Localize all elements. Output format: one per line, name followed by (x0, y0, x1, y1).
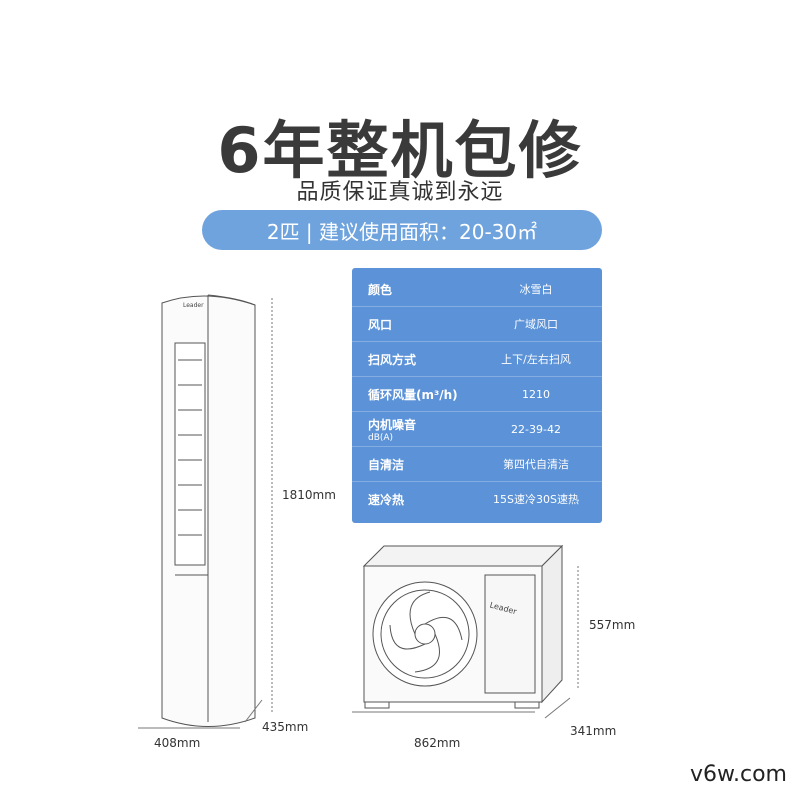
spec-value: 第四代自清洁 (503, 458, 569, 471)
outdoor-depth-label: 341mm (570, 724, 617, 738)
spec-row: 自清洁 第四代自清洁 (352, 447, 602, 482)
watermark: v6w.com (690, 762, 787, 787)
indoor-width-label: 408mm (154, 736, 201, 750)
spec-row: 扫风方式 上下/左右扫风 (352, 342, 602, 377)
spec-label: 速冷热 (368, 492, 405, 507)
spec-row: 颜色 冰雪白 (352, 272, 602, 307)
spec-value: 广域风口 (514, 318, 558, 331)
page-subtitle: 品质保证真诚到永远 (296, 180, 504, 205)
spec-label: 自清洁 (368, 457, 405, 472)
indoor-logo: Leader (183, 302, 204, 309)
spec-row: 风口 广域风口 (352, 307, 602, 342)
outdoor-width-label: 862mm (414, 736, 461, 750)
spec-row: 内机噪音 dB(A) 22-39-42 (352, 412, 602, 447)
spec-label: 扫风方式 (368, 352, 417, 367)
indoor-unit-drawing (138, 294, 273, 729)
capacity-banner: 2匹 | 建议使用面积：20-30㎡ (202, 210, 602, 250)
spec-value: 1210 (522, 387, 550, 401)
page-title: 6年整机包修 (217, 114, 583, 187)
indoor-depth-label: 435mm (262, 720, 309, 734)
spec-value: 上下/左右扫风 (501, 353, 571, 366)
spec-row: 速冷热 15S速冷30S速热 (352, 482, 602, 516)
outdoor-height-label: 557mm (589, 618, 636, 632)
outdoor-unit-drawing (352, 544, 579, 719)
spec-row: 循环风量(m³/h) 1210 (352, 377, 602, 412)
spec-table: 颜色 冰雪白 风口 广域风口 扫风方式 上下/左右扫风 循环风量(m³/h) 1… (352, 268, 602, 523)
spec-label-main: 内机噪音 (368, 417, 417, 432)
spec-value: 冰雪白 (519, 283, 553, 296)
spec-label: 内机噪音 dB(A) (368, 416, 416, 443)
spec-label-sub: dB(A) (368, 432, 394, 443)
indoor-height-label: 1810mm (282, 488, 336, 502)
spec-label: 循环风量(m³/h) (368, 387, 458, 402)
spec-value: 15S速冷30S速热 (493, 493, 579, 506)
spec-label: 风口 (368, 317, 393, 332)
spec-label: 颜色 (368, 282, 393, 297)
spec-value: 22-39-42 (511, 422, 561, 436)
